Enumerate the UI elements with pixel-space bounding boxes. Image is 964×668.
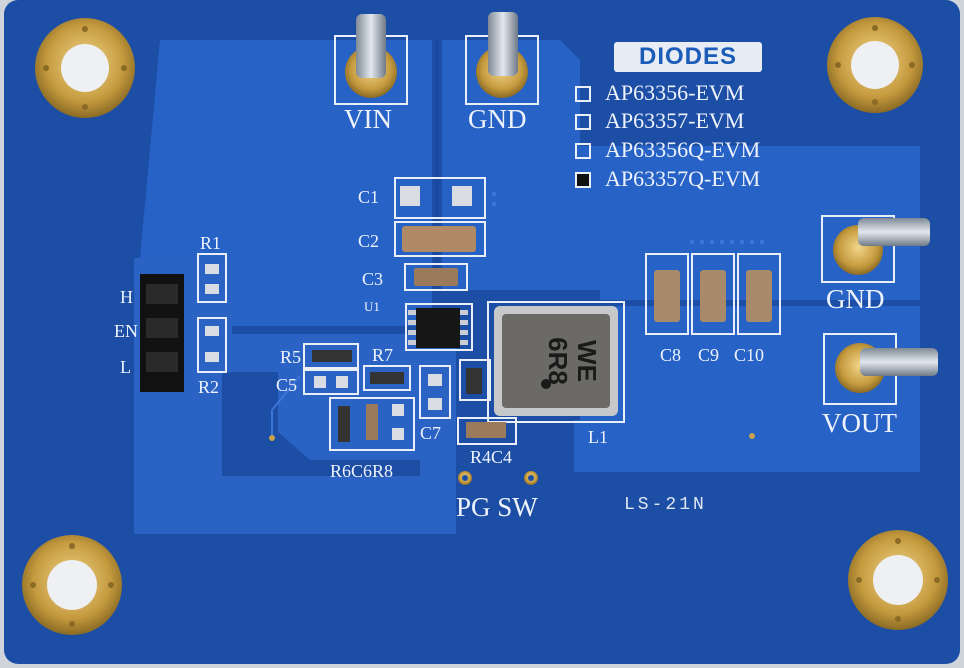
vin-label: VIN (344, 104, 392, 134)
designator-c7: C7 (420, 423, 442, 443)
board-marking: LS-21N (624, 495, 707, 515)
designator-c1: C1 (358, 187, 380, 207)
gnd-top-label: GND (468, 104, 527, 134)
variant-label: AP63357-EVM (605, 108, 745, 133)
variant-label: AP63357Q-EVM (605, 166, 761, 191)
designator-l: L (120, 357, 131, 377)
variant-checkbox-ap63356 (575, 86, 591, 102)
designator-r6c6r8: R6C6R8 (330, 461, 394, 481)
ic-u1 (405, 303, 473, 351)
designator-c10: C10 (734, 345, 765, 365)
variant-checkbox-ap63356q (575, 143, 591, 159)
diodes-logo: DIODES (614, 42, 762, 72)
designator-r4c4: R4C4 (470, 447, 513, 467)
designator-r5: R5 (280, 347, 302, 367)
designator-l1: L1 (588, 427, 608, 447)
designator-c3: C3 (362, 269, 384, 289)
designator-en: EN (114, 321, 138, 341)
inductor-l1 (487, 301, 625, 423)
designator-u1: U1 (364, 299, 380, 314)
designator-r1: R1 (200, 233, 222, 253)
logo-text: DIODES (638, 43, 737, 70)
inductor-marking-line1: WE (571, 340, 602, 382)
variant-checkbox-ap63357 (575, 114, 591, 130)
designator-c5: C5 (276, 375, 298, 395)
designator-h: H (120, 287, 133, 307)
variant-label: AP63356-EVM (605, 80, 745, 105)
variant-label: AP63356Q-EVM (605, 137, 761, 162)
vout-label: VOUT (822, 408, 897, 438)
terminal-post-icon (334, 12, 938, 405)
designator-c2: C2 (358, 231, 380, 251)
test-points-label: PG SW (456, 492, 538, 522)
designator-r7: R7 (372, 345, 394, 365)
copper-pour-gnd (442, 40, 920, 300)
designator-c9: C9 (698, 345, 720, 365)
variant-checkbox-ap63357q (575, 172, 591, 188)
designator-c8: C8 (660, 345, 682, 365)
copper-pour-vout (574, 306, 920, 472)
designator-r2: R2 (198, 377, 220, 397)
inductor-marking: WE 6R8 (527, 326, 617, 396)
mounting-hole-icon (22, 17, 948, 635)
inductor-marking-line2: 6R8 (543, 337, 573, 385)
gnd-right-label: GND (826, 284, 885, 314)
